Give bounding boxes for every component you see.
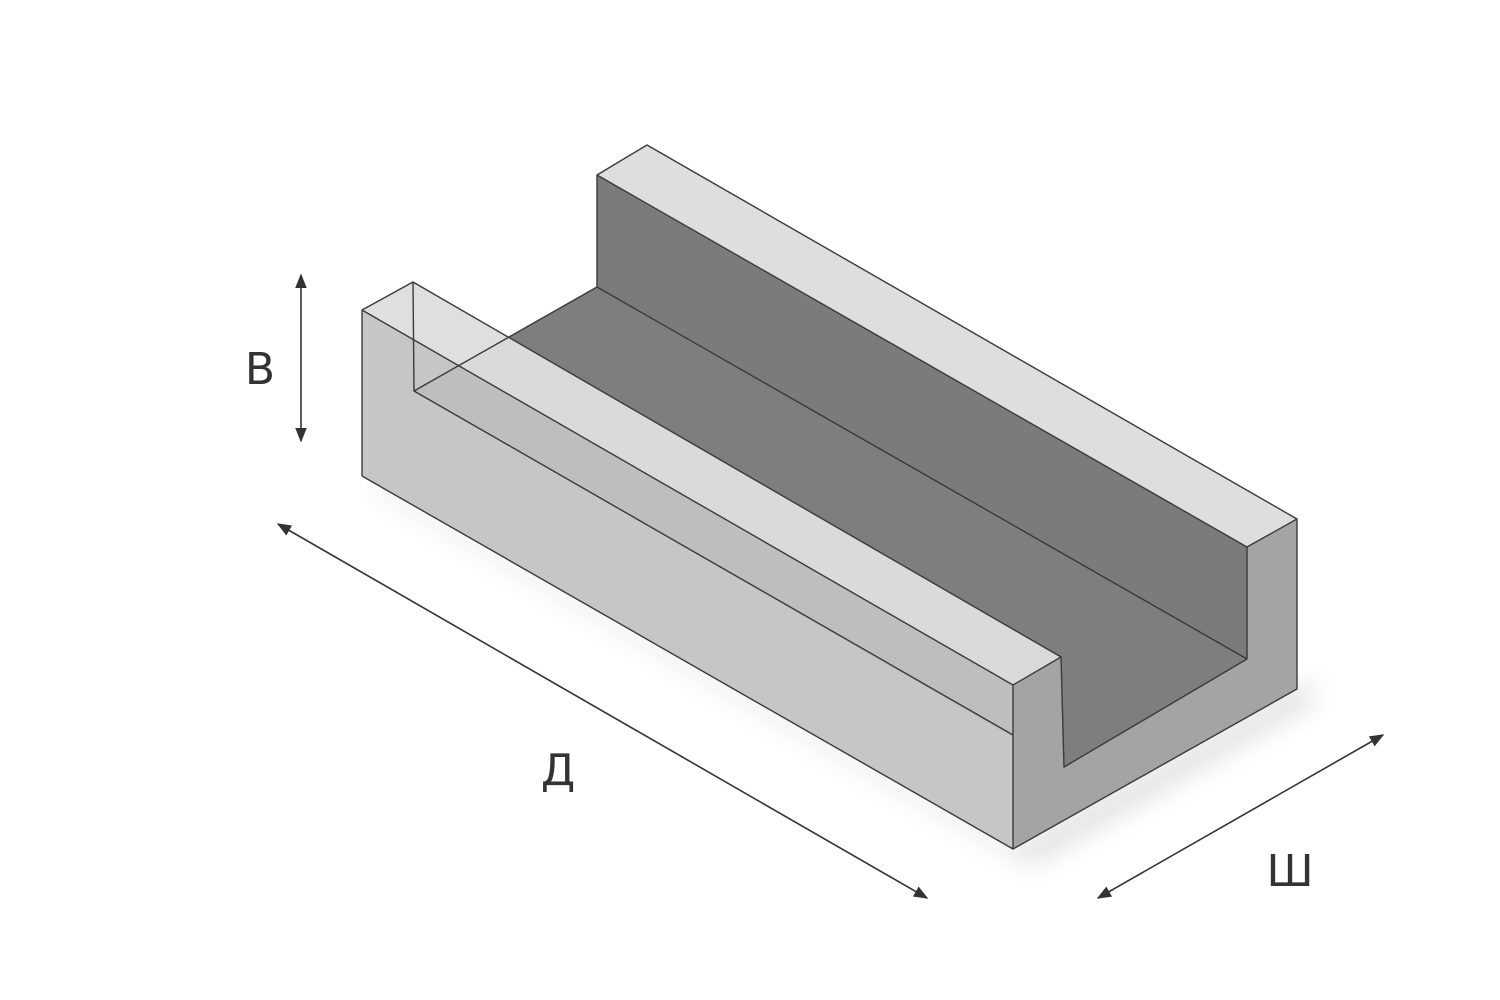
length-dimension-line: [276, 523, 929, 899]
right-end-face: [1013, 519, 1297, 849]
trough-back-wall: [597, 175, 1247, 659]
length-label: Д: [541, 745, 575, 796]
width-label: Ш: [1266, 846, 1313, 897]
back-wall-top: [597, 145, 1297, 547]
height-label: В: [245, 344, 275, 395]
width-dimension-line: [1096, 734, 1385, 899]
